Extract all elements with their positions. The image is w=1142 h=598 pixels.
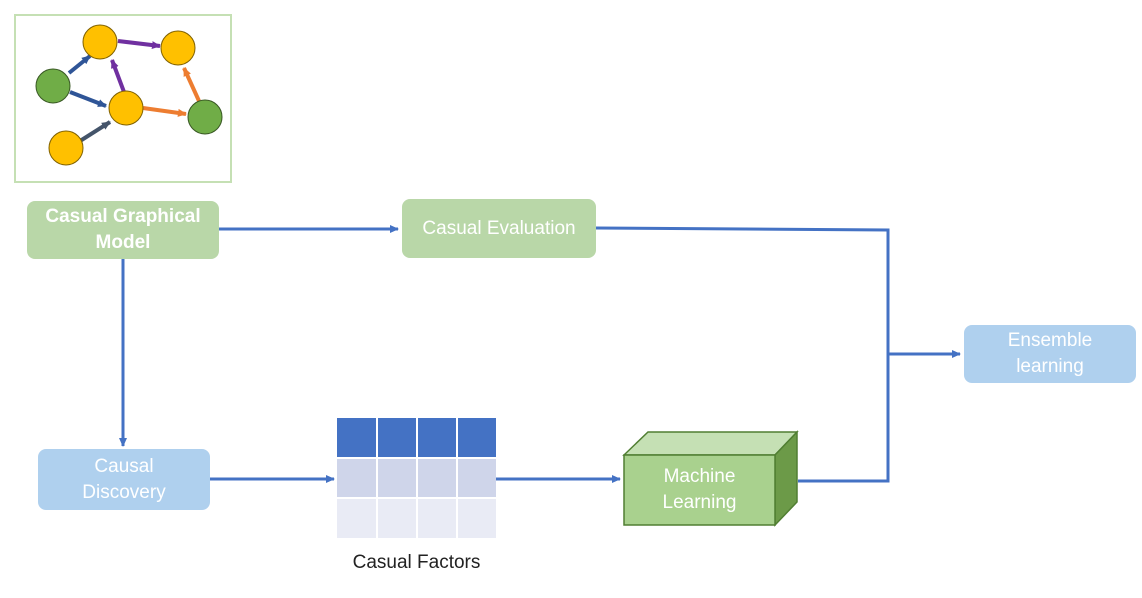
graph-node-yellow: [108, 90, 144, 126]
table-cell: [337, 458, 377, 498]
table-header-cell: [417, 418, 457, 458]
ensemble-learning-node: Ensemble learning: [964, 325, 1136, 383]
table-cell: [457, 498, 496, 538]
table-header-cell: [457, 418, 496, 458]
flow-connectors: [119, 225, 961, 483]
table-cell: [457, 458, 496, 498]
casual-graphical-model-node: Casual Graphical Model: [27, 201, 219, 259]
graph-node-green: [35, 68, 71, 104]
cube-front-face: [623, 454, 776, 526]
graph-edge: [142, 106, 187, 117]
graph-node-yellow: [48, 130, 84, 166]
table-cell: [417, 498, 457, 538]
table-cell: [337, 498, 377, 538]
casual-factors-caption: Casual Factors: [352, 552, 481, 573]
cube-top-face: [622, 431, 799, 456]
graph-edge: [67, 54, 92, 75]
table-cell: [377, 458, 417, 498]
table-header-cell: [377, 418, 417, 458]
connector-evaluation-to-merge: [595, 226, 890, 355]
causal-discovery-node: Causal Discovery: [38, 449, 210, 510]
graph-edge: [117, 39, 161, 50]
graph-node-yellow: [160, 30, 196, 66]
graph-node-yellow: [82, 24, 118, 60]
machine-learning-label: Machine Learning: [662, 466, 737, 513]
table-gridlines: [337, 418, 496, 538]
table-header-cell: [337, 418, 377, 458]
graph-edge: [78, 120, 112, 143]
graph-edge: [182, 67, 201, 102]
graph-edge: [110, 59, 126, 93]
causal-graph-illustration: [14, 14, 232, 183]
table-cell: [417, 458, 457, 498]
connector-ml-to-merge: [798, 355, 890, 483]
graph-edge: [69, 90, 107, 108]
machine-learning-cube: [622, 430, 799, 527]
casual-evaluation-node: Casual Evaluation: [402, 199, 596, 258]
casual-factors-table: [337, 418, 496, 538]
graph-node-green: [187, 99, 223, 135]
table-cell: [377, 498, 417, 538]
